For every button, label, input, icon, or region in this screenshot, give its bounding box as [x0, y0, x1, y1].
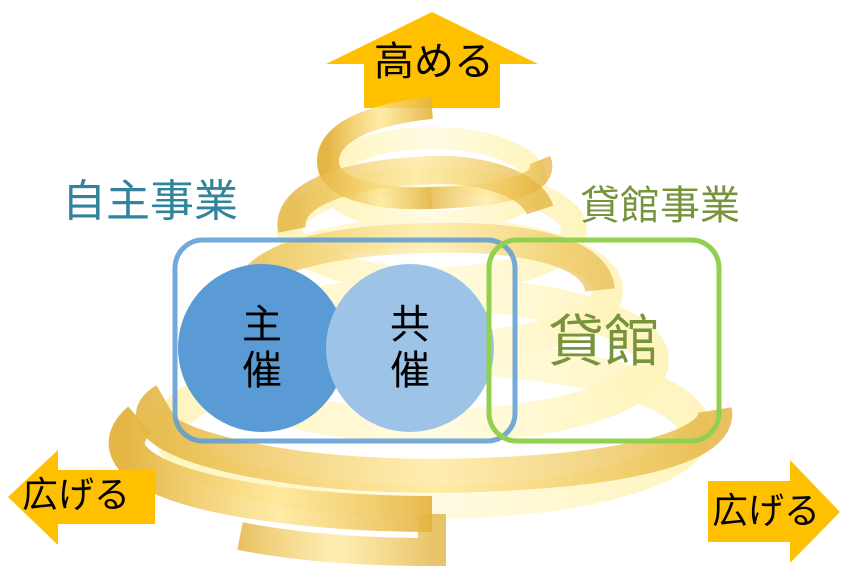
host-circle-label: 主 催	[242, 302, 282, 394]
rental-box	[486, 237, 722, 444]
cohost-circle	[326, 264, 494, 432]
rental-box-label: 貸館	[548, 310, 660, 375]
host-char-1: 主	[242, 302, 282, 348]
host-circle	[178, 264, 346, 432]
rental-business-label: 貸館事業	[580, 183, 740, 229]
host-char-2: 催	[242, 348, 282, 394]
left-arrow-label: 広げる	[22, 475, 131, 516]
right-arrow-label: 広げる	[712, 491, 821, 532]
up-arrow-label: 高める	[374, 39, 494, 85]
up-arrow	[326, 12, 538, 108]
own-business-box	[172, 237, 518, 444]
left-arrow-shape	[8, 450, 155, 545]
right-arrow-shape	[708, 460, 840, 563]
cohost-char-2: 催	[390, 348, 430, 394]
own-business-label: 自主事業	[62, 176, 238, 227]
cohost-circle-label: 共 催	[390, 302, 430, 394]
cohost-char-1: 共	[390, 302, 430, 348]
